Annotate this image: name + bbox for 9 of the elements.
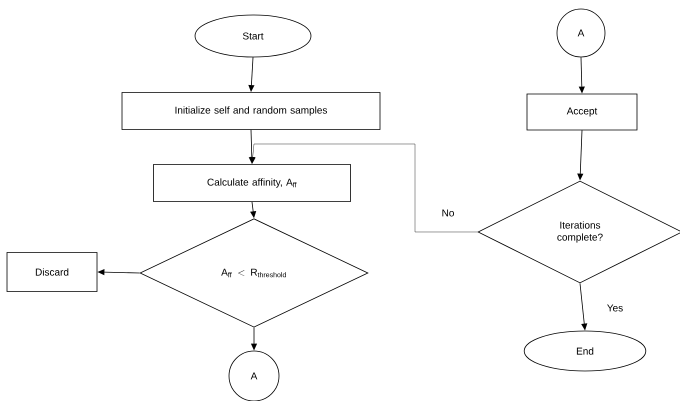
terminal-oval: End: [524, 330, 646, 372]
terminal-oval: Start: [194, 14, 312, 58]
process-box: Initialize self and random samples: [122, 92, 380, 130]
process-box: Accept: [526, 94, 638, 130]
process-box: Discard: [6, 252, 98, 292]
process-box: Calculate affinity, A$_{ff}$: [153, 164, 351, 202]
edge-label: Yes: [606, 304, 624, 312]
edge-label: No: [440, 208, 456, 218]
arrow: [250, 144, 478, 232]
